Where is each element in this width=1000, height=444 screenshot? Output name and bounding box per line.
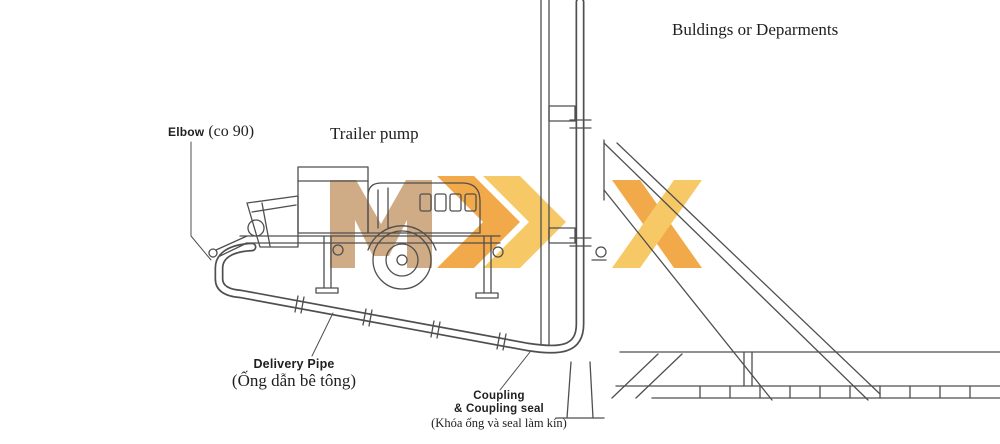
trailer-pump-drawing [208, 166, 504, 299]
label-trailer-pump: Trailer pump [330, 124, 419, 143]
label-elbow-bold: Elbow [168, 125, 205, 139]
label-coupling-line1: Coupling [473, 390, 525, 402]
pipeline [214, 0, 585, 354]
watermark-logo [330, 176, 702, 268]
label-coupling-line2: & Coupling seal [454, 403, 544, 416]
label-coupling: Coupling & Coupling seal (Khóa ống và se… [420, 390, 578, 431]
label-elbow: Elbow (co 90) [168, 123, 254, 141]
riser-support [555, 361, 605, 419]
pipe-couplings [294, 295, 507, 351]
label-coupling-vietnamese: (Khóa ống và seal làm kín) [431, 416, 567, 431]
building-structure [603, 139, 1000, 401]
label-elbow-normal: (co 90) [204, 123, 255, 140]
leader-lines [190, 141, 531, 391]
building-wall [540, 0, 576, 353]
label-buildings: Buldings or Deparments [672, 20, 839, 39]
riser-couplings [569, 119, 607, 261]
label-delivery-pipe-bold: Delivery Pipe [253, 357, 335, 371]
watermark-chevron-1 [437, 176, 520, 268]
watermark-letter-m [330, 180, 432, 268]
label-delivery-pipe: Delivery Pipe (Ống dẫn bê tông) [223, 357, 365, 391]
label-delivery-pipe-vietnamese: (Ống dẫn bê tông) [231, 371, 357, 391]
coupling-leader-line [499, 351, 531, 391]
elbow-leader-line [190, 141, 212, 261]
delivery-pipe-leader-line [311, 312, 334, 357]
